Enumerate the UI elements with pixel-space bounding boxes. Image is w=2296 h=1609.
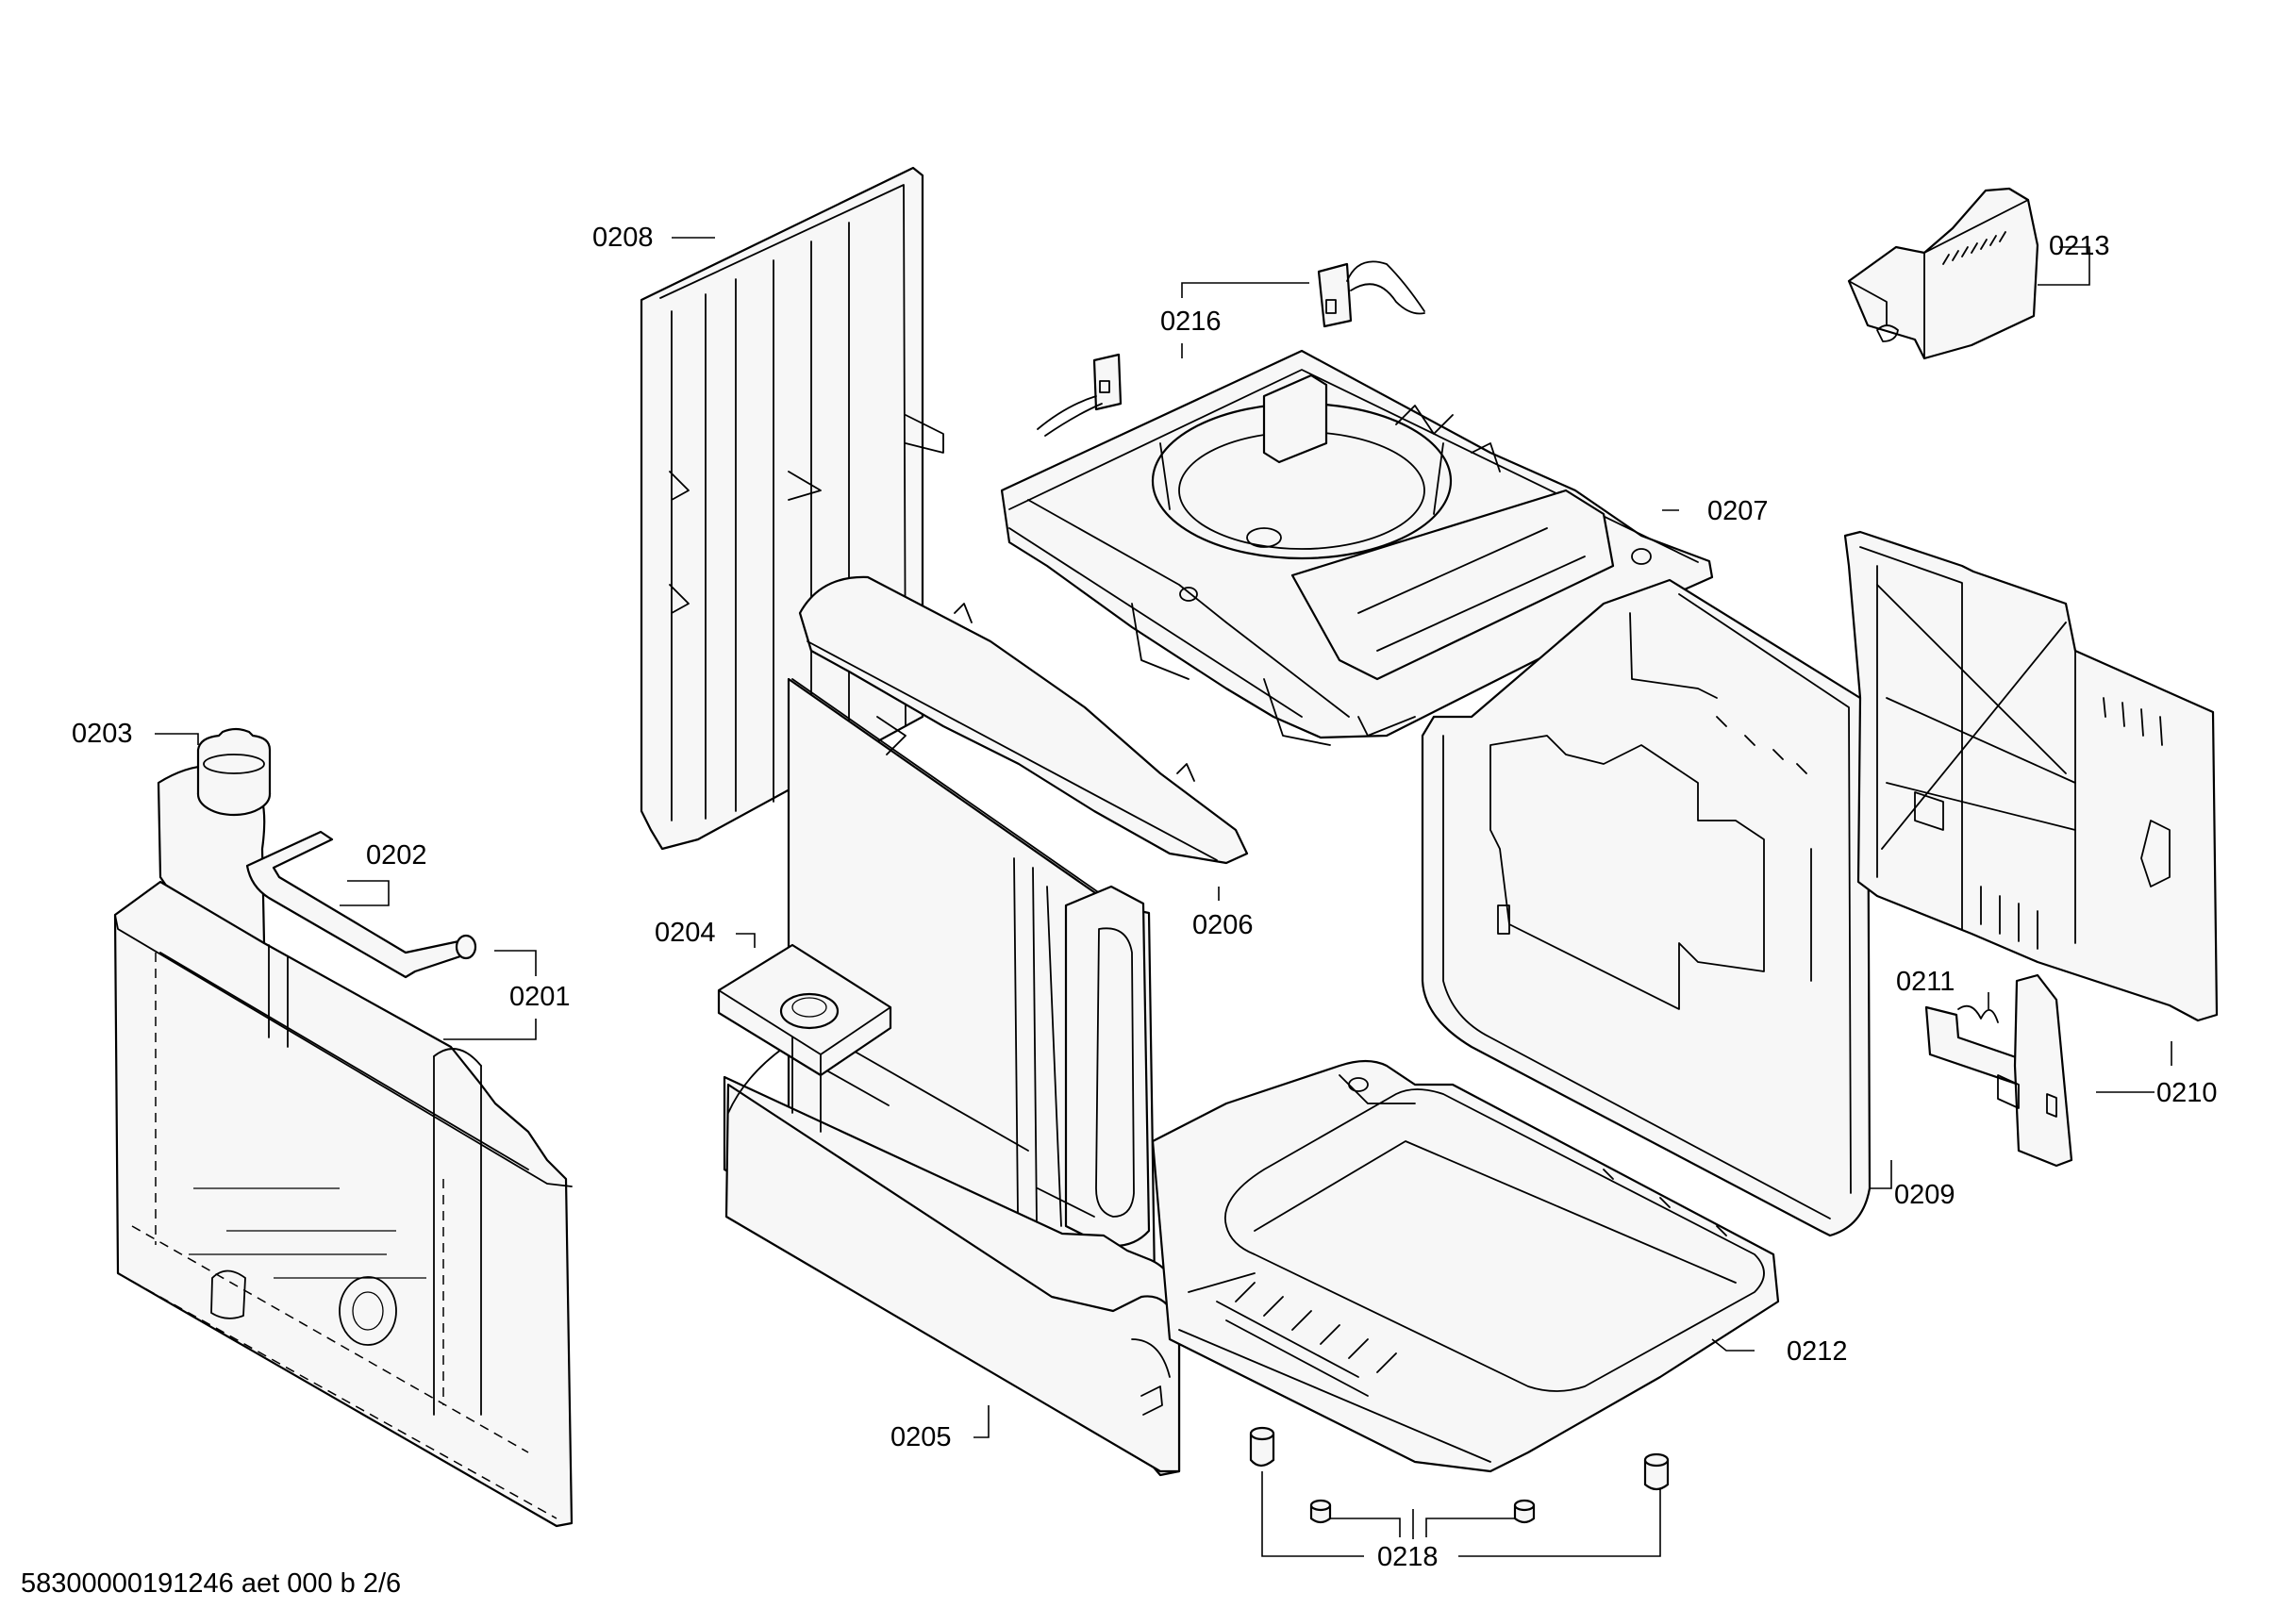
part-labels: 0208 0203 0202 0201 0204 0205 0206 0216 … [72,223,2218,1572]
label-0211: 0211 [1896,967,1955,997]
part-0206-top-cover [798,575,1249,865]
part-0209-rear-frame [1421,578,1872,1237]
label-0202: 0202 [366,840,427,871]
part-0211-control-board [1924,973,2073,1168]
part-0201-water-tank [113,880,574,1528]
label-0203: 0203 [72,719,133,749]
part-0218-feet [1249,1426,1670,1524]
part-0204-cup-tray [717,943,892,1133]
label-0209: 0209 [1894,1180,1955,1210]
part-0216-sensors [1037,260,1425,437]
part-0212-base-tray [1151,1059,1780,1473]
part-0213-module [1847,187,2039,360]
label-0205: 0205 [890,1422,952,1452]
label-0213: 0213 [2049,231,2110,261]
part-0207-upper-chassis [1000,349,1714,746]
drawing-number: 58300000191246 aet 000 b 2/6 [21,1568,401,1599]
leader-lines [155,237,2172,1557]
part-0202-tank-lid-bar [245,830,477,979]
label-0208: 0208 [592,223,654,253]
part-0205-front-housing [723,677,1181,1477]
label-0201: 0201 [509,982,571,1012]
label-0212: 0212 [1787,1336,1848,1367]
label-0207: 0207 [1707,496,1769,526]
part-0208-side-panel [640,166,944,851]
part-0210-back-panel [1843,530,2219,1022]
label-0204: 0204 [655,918,716,948]
label-0218: 0218 [1377,1542,1439,1572]
label-0206: 0206 [1192,910,1254,940]
label-0216: 0216 [1160,307,1222,337]
label-0210: 0210 [2156,1078,2218,1108]
